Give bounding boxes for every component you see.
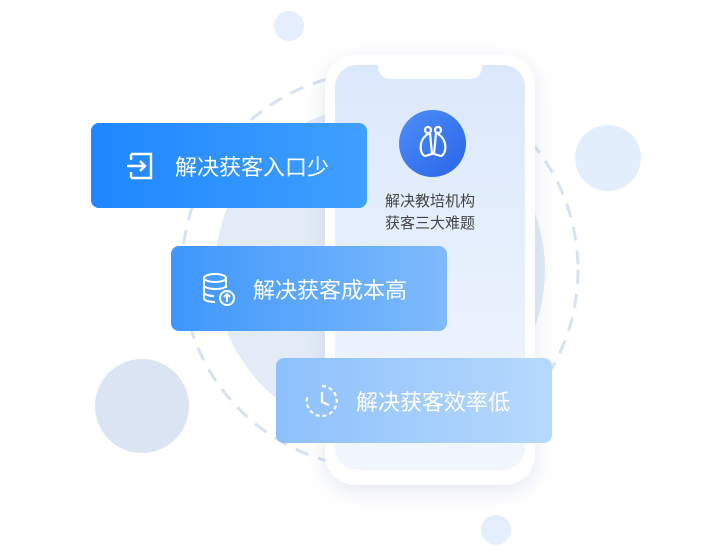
- card-entry[interactable]: 解决获客入口少: [91, 123, 367, 208]
- caption-line-2: 获客三大难题: [384, 214, 475, 232]
- entry-icon: [123, 148, 159, 184]
- decor-circle: [575, 125, 641, 191]
- card-label: 解决获客效率低: [356, 390, 511, 416]
- phone-caption: 解决教培机构 获客三大难题: [372, 190, 488, 234]
- butterfly-logo-icon: [399, 110, 466, 177]
- card-efficiency[interactable]: 解决获客效率低: [276, 358, 552, 443]
- decor-circle: [481, 515, 511, 545]
- card-label: 解决获客入口少: [175, 155, 330, 181]
- database-upload-icon: [201, 271, 237, 307]
- caption-line-1: 解决教培机构: [384, 192, 475, 210]
- phone-notch: [378, 63, 482, 79]
- card-cost[interactable]: 解决获客成本高: [171, 246, 447, 331]
- card-label: 解决获客成本高: [253, 278, 408, 304]
- decor-circle: [274, 11, 304, 41]
- decor-circle: [95, 359, 189, 453]
- clock-icon: [304, 383, 340, 419]
